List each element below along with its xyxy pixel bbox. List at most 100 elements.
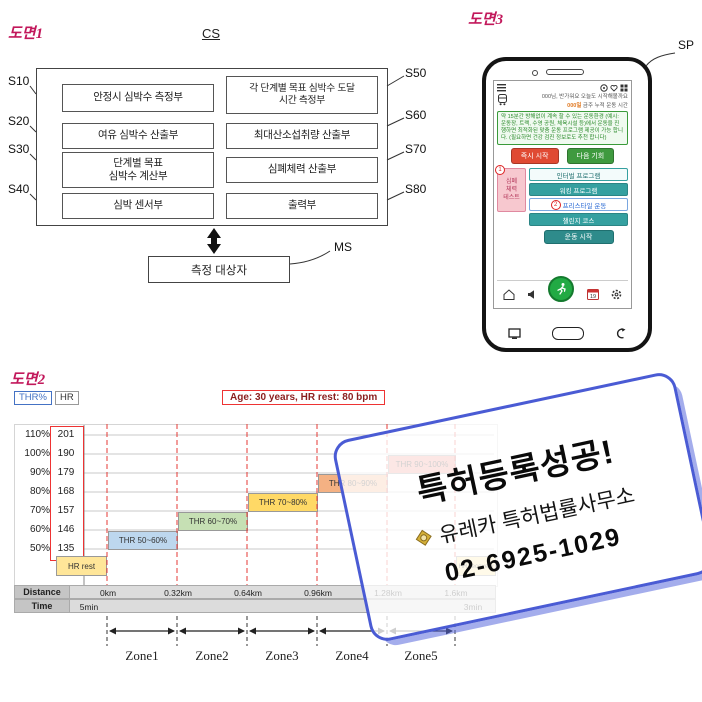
block-output-unit: 출력부 (226, 193, 378, 219)
badge-2: 2 (550, 199, 561, 210)
program-list: 인터벌 프로그램 워킹 프로그램 2 프리스타일 운동 챌린지 코스 운동 시작 (529, 168, 628, 245)
ytick-hr: 179 (57, 467, 75, 478)
speaker-icon[interactable] (527, 289, 536, 300)
patent-success-stamp: 특허등록성공! 유레카 특허법률사무소 02-6925-1029 (330, 369, 702, 645)
gear-icon[interactable] (611, 289, 622, 300)
zone4-label: Zone4 (335, 648, 369, 663)
list-item-freestyle-workout[interactable]: 2 프리스타일 운동 (529, 198, 628, 212)
ref-s50: S50 (405, 66, 427, 80)
block-target-hr-calc: 단계별 목표 심박수 계산부 (62, 152, 214, 188)
start-now-button[interactable]: 즉시 시작 (510, 148, 559, 165)
chart-title: Age: 30 years, HR rest: 80 bpm (222, 390, 386, 405)
block-reserve-hr-calc: 여유 심박수 산출부 (62, 123, 214, 149)
double-arrow (207, 228, 221, 254)
system-ref-cs: CS (201, 26, 221, 41)
distance-tick: 0.32km (164, 588, 192, 598)
tooltip-actions: 즉시 시작 다음 기회 (497, 148, 628, 165)
ytick-pct: 70% (29, 505, 50, 516)
segment-hr-rest: HR rest (56, 556, 107, 576)
badge-1: 1 (495, 165, 505, 176)
phone-speaker (546, 69, 584, 75)
figure1-label: 도면1 (8, 26, 44, 42)
menu-icon[interactable] (497, 83, 506, 92)
ytick-pct: 50% (29, 543, 50, 554)
block-hr-sensor: 심박 센서부 (62, 193, 214, 219)
back-icon[interactable] (614, 327, 626, 339)
figure2-label: 도면2 (10, 372, 46, 388)
zone2-label: Zone2 (195, 648, 229, 663)
ytick-hr: 157 (57, 505, 75, 516)
list-item-label: 워킹 프로그램 (559, 187, 598, 195)
segment-thr-70-80: THR 70~80% (248, 493, 318, 512)
legend-thr-chip: THR% (14, 391, 52, 405)
status-bar (497, 83, 628, 92)
ref-s30: S30 (8, 142, 30, 156)
time-tick-start: 5min (79, 602, 99, 612)
ytick-hr: 201 (57, 429, 75, 440)
summary-days: 000일 (567, 102, 582, 109)
home-button[interactable] (551, 326, 584, 340)
ref-s80: S80 (405, 182, 427, 196)
list-item-walking-program[interactable]: 워킹 프로그램 (529, 183, 628, 197)
zone3-label: Zone3 (265, 648, 299, 663)
program-area: 1 심폐 체력 테스트 인터벌 프로그램 워킹 프로그램 2 프리스타일 운동 … (495, 165, 628, 245)
ref-s10: S10 (8, 74, 30, 88)
segment-thr-50-60: THR 50~60% (108, 531, 178, 550)
heart-icon[interactable] (610, 84, 618, 92)
home-icon[interactable] (503, 288, 515, 300)
ytick-hr: 190 (57, 448, 75, 459)
block-target-reach-time: 각 단계별 목표 심박수 도달 시간 측정부 (226, 76, 378, 114)
ytick-hr: 146 (57, 524, 75, 535)
zone5-label: Zone5 (404, 648, 438, 663)
zone1-label: Zone1 (125, 648, 159, 663)
phone-nav-bar (486, 322, 648, 344)
ytick-hr: 168 (57, 486, 75, 497)
grid-icon[interactable] (620, 84, 628, 92)
ytick-pct: 110% (25, 429, 50, 440)
fitness-test-tab[interactable]: 1 심폐 체력 테스트 (495, 165, 526, 213)
ytick-pct: 80% (29, 486, 50, 497)
smartphone: 000님, 반가워요 오늘도 시작해볼까요 000일 금주 누적 운동 시간 약… (482, 57, 652, 352)
block-vo2max-calc: 최대산소섭취량 산출부 (226, 123, 378, 149)
calendar-day: 19 (590, 294, 596, 300)
ref-s20: S20 (8, 114, 30, 128)
distance-tick: 0.96km (304, 588, 332, 598)
block-cardio-fitness-calc: 심폐체력 산출부 (226, 157, 378, 183)
ytick-pct: 60% (29, 524, 50, 535)
legend-hr-chip: HR (55, 391, 79, 405)
list-item-label: 프리스타일 운동 (562, 202, 607, 210)
block-measurement-subject: 측정 대상자 (148, 256, 290, 283)
runner-icon (557, 283, 567, 295)
ytick-hr: 135 (57, 543, 75, 554)
list-item-challenge-course[interactable]: 챌린지 코스 (529, 213, 628, 227)
ref-s70: S70 (405, 142, 427, 156)
train-icon (498, 94, 507, 106)
run-tracker-button[interactable] (548, 276, 575, 302)
figure3-label: 도면3 (468, 12, 504, 28)
ref-sp: SP (678, 38, 695, 52)
distance-tick: 0.64km (234, 588, 262, 598)
ref-s60: S60 (405, 108, 427, 122)
workout-start-button[interactable]: 운동 시작 (543, 230, 614, 245)
medal-icon (416, 529, 433, 546)
list-item-interval-program[interactable]: 인터벌 프로그램 (529, 168, 628, 182)
stamp-firm-line: 유레카 특허법률사무소 (413, 478, 637, 554)
ref-ms: MS (334, 240, 352, 254)
calendar-icon[interactable]: 19 (586, 288, 599, 300)
distance-tick: 0km (99, 588, 117, 598)
next-time-button[interactable]: 다음 기회 (566, 148, 615, 165)
fitness-test-label: 심폐 체력 테스트 (503, 179, 520, 202)
ytick-pct: 90% (29, 467, 50, 478)
distance-header: Distance (15, 586, 70, 598)
time-header: Time (15, 600, 70, 612)
summary-label: 금주 누적 운동 시간 (582, 102, 628, 109)
segment-thr-60-70: THR 60~70% (178, 512, 248, 531)
app-bottom-bar: 19 (497, 276, 628, 306)
summary-text: 000일 금주 누적 운동 시간 (542, 101, 628, 109)
greeting-text: 000님, 반가워요 오늘도 시작해볼까요 (541, 94, 628, 100)
recommendation-tooltip: 약 15분간 방해없이 계속 할 수 있는 운동환경 (예시: 운동장, 트랙,… (497, 110, 628, 146)
phone-camera (532, 70, 538, 76)
ytick-pct: 100% (24, 448, 50, 459)
profile-icon[interactable] (600, 83, 608, 92)
recent-apps-icon[interactable] (508, 327, 521, 339)
